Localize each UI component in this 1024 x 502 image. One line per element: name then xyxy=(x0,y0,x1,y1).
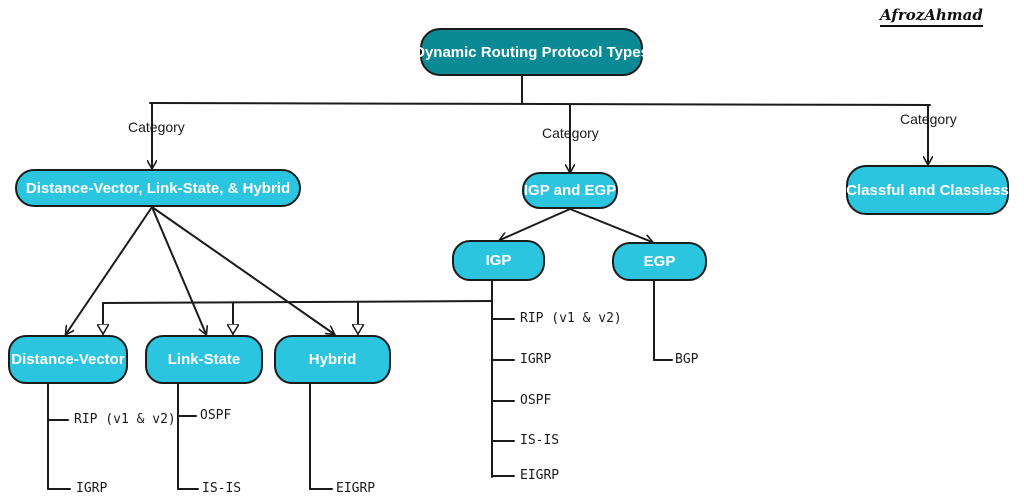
igp-item: IGRP xyxy=(520,352,552,367)
root-node: Dynamic Routing Protocol Types xyxy=(414,28,649,76)
node-distance-vector: Distance-Vector xyxy=(8,335,128,384)
node-distance-vector-link-state-hybrid: Distance-Vector, Link-State, & Hybrid xyxy=(15,169,301,207)
category-label-right: Category xyxy=(900,111,957,127)
igp-item: RIP (v1 & v2) xyxy=(520,311,622,326)
hy-item: EIGRP xyxy=(336,481,376,496)
author-signature: AfrozAhmad xyxy=(880,6,983,27)
top-bar-line xyxy=(149,102,931,106)
cross-link-bar xyxy=(102,300,493,304)
node-igp: IGP xyxy=(452,240,545,281)
node-igp-and-egp: IGP and EGP xyxy=(522,172,618,209)
dv-item: IGRP xyxy=(76,481,108,496)
arrow-to-dv xyxy=(66,206,153,334)
category-label-left: Category xyxy=(128,119,185,135)
igp-item: OSPF xyxy=(520,393,552,408)
igp-item: IS-IS xyxy=(520,433,560,448)
egp-item: BGP xyxy=(675,352,699,367)
arrow-to-igp xyxy=(500,208,571,240)
ls-item: OSPF xyxy=(200,408,232,423)
ls-item: IS-IS xyxy=(202,481,242,496)
arrow-to-hy xyxy=(151,206,334,334)
dv-item: RIP (v1 & v2) xyxy=(74,412,176,427)
igp-item: EIGRP xyxy=(520,468,560,483)
arrow-to-ls xyxy=(151,206,206,334)
category-label-middle: Category xyxy=(542,125,599,141)
arrow-to-egp xyxy=(569,208,652,242)
node-egp: EGP xyxy=(612,242,707,281)
node-link-state: Link-State xyxy=(145,335,263,384)
node-classful-and-classless: Classful and Classless xyxy=(846,165,1009,215)
node-hybrid: Hybrid xyxy=(274,335,391,384)
